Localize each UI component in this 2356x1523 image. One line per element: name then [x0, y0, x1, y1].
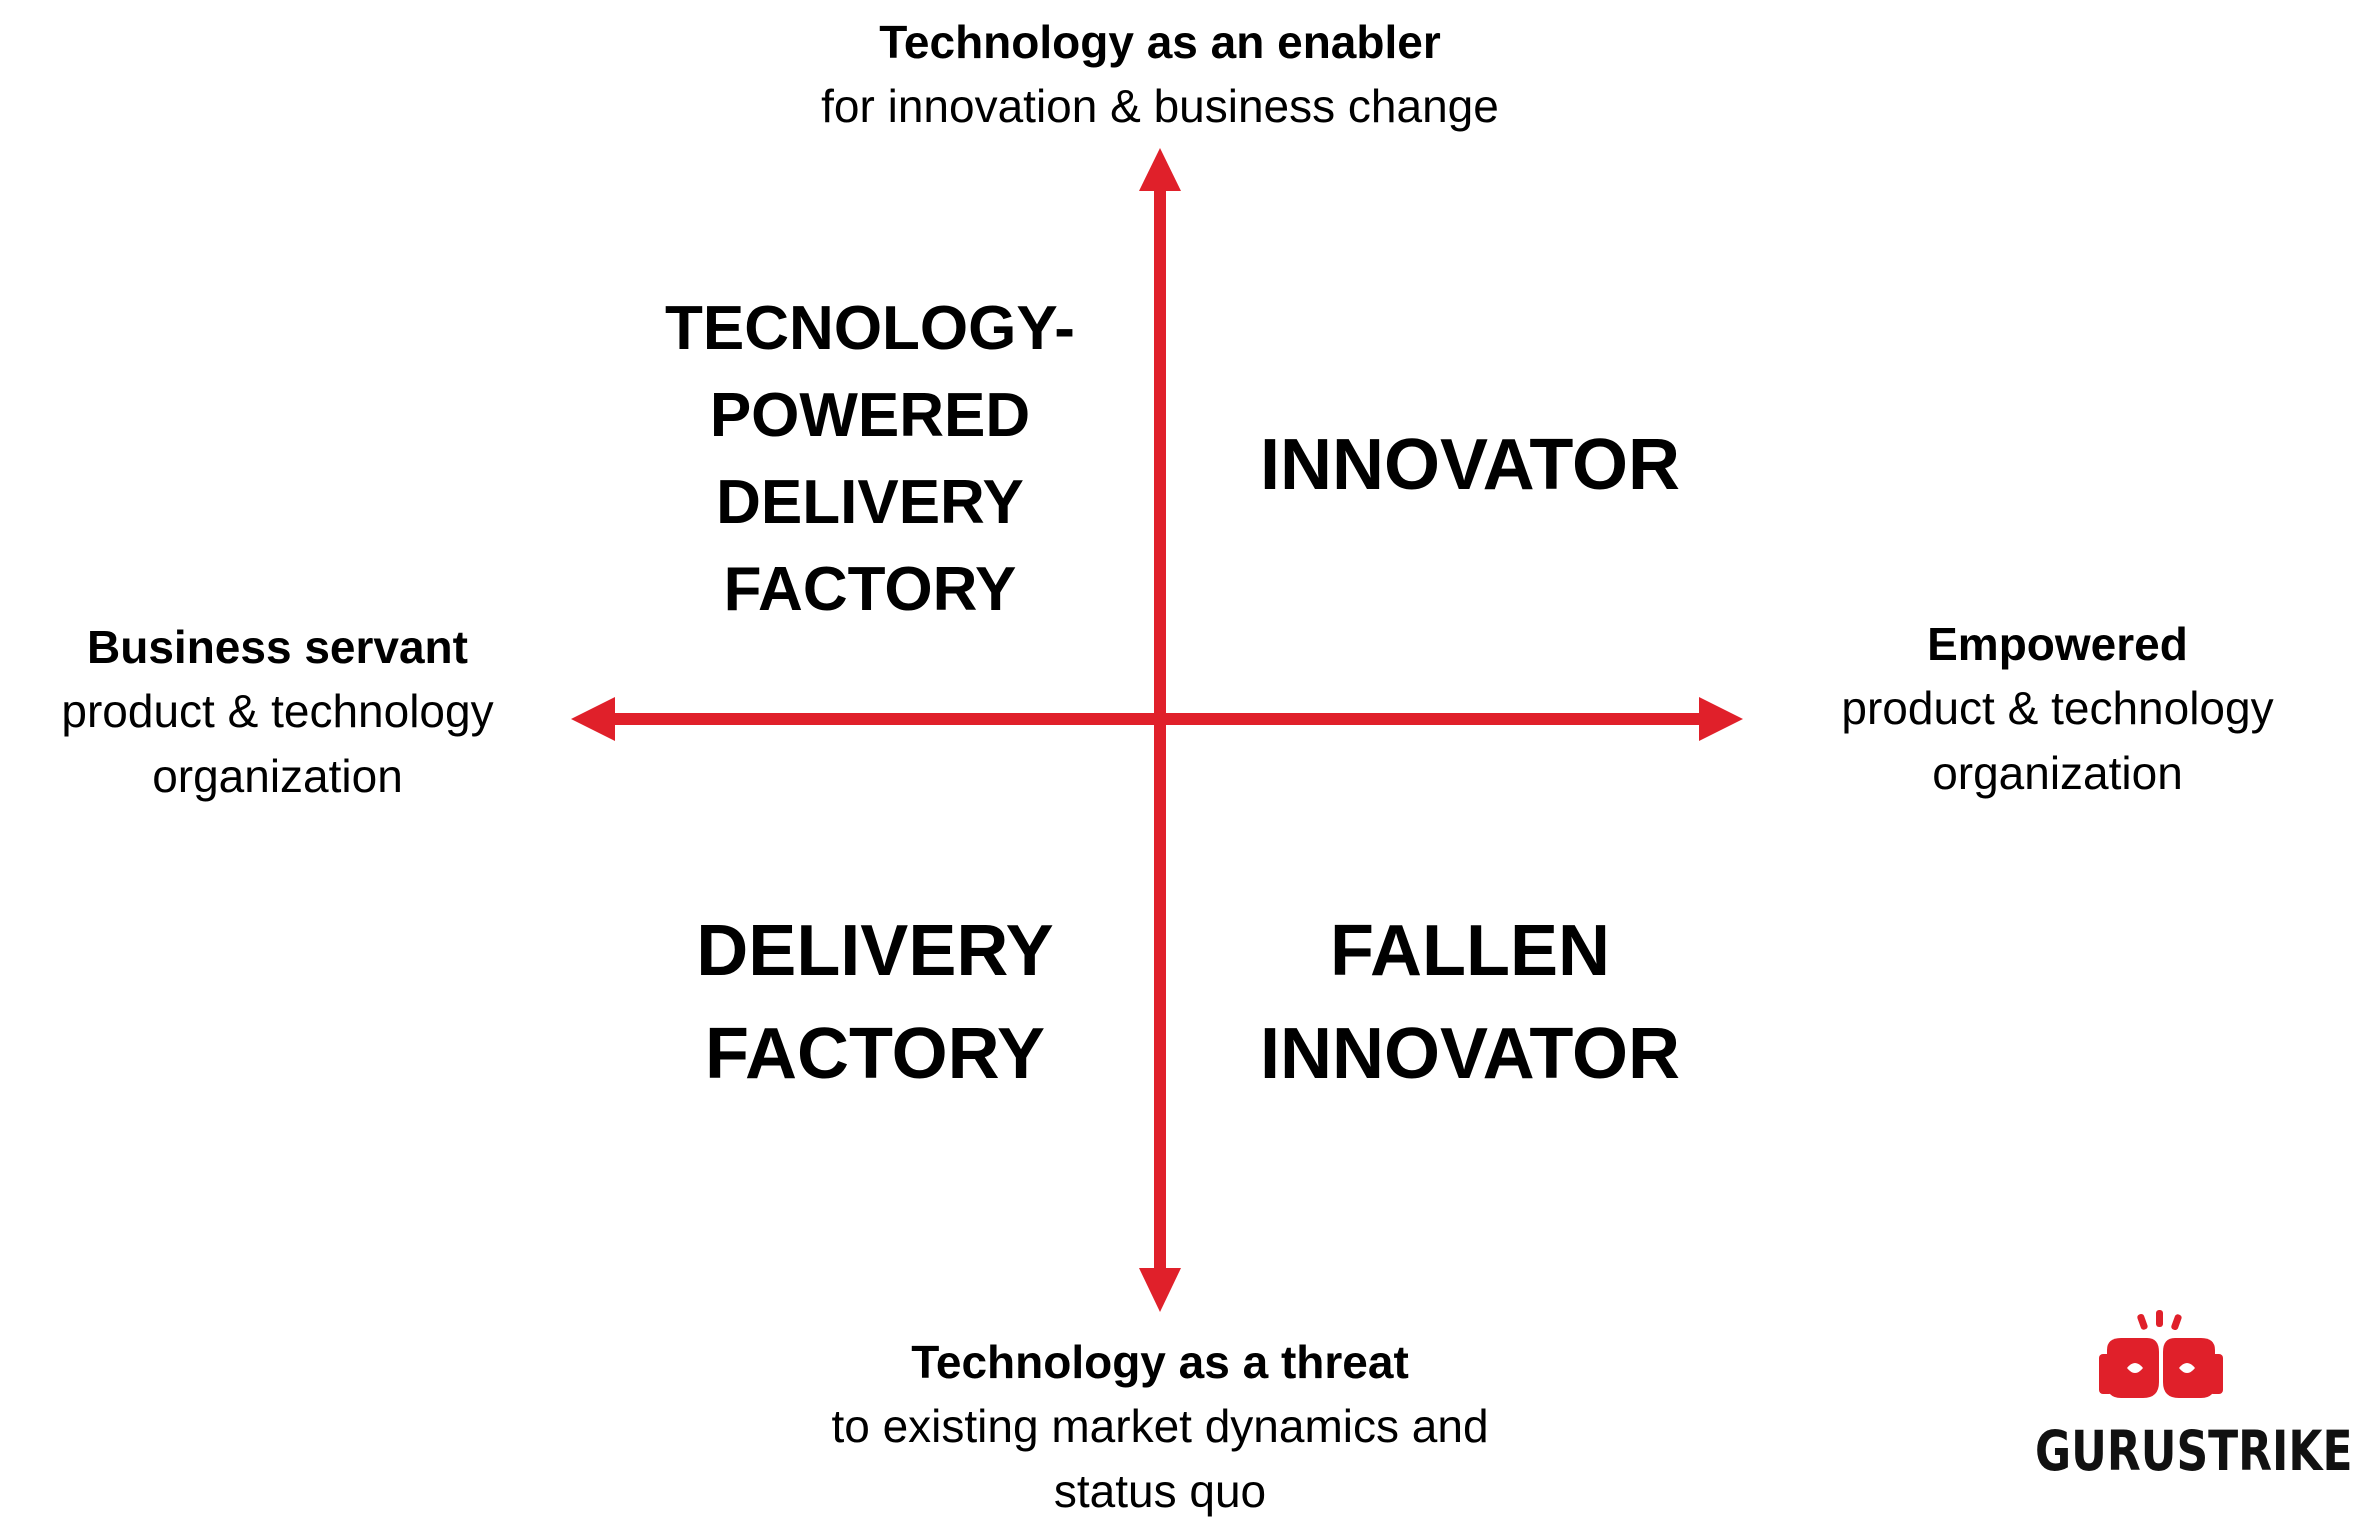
right-arrowhead	[1699, 697, 1743, 741]
left-axis-label: Business servant product & technology or…	[15, 615, 540, 808]
quadrant-bottom-right-line: INNOVATOR	[1259, 1014, 1680, 1094]
quadrant-top-right-line: INNOVATOR	[1259, 425, 1680, 505]
quadrant-top-left: TECNOLOGY- POWERED DELIVERY FACTORY	[620, 285, 1120, 633]
bottom-axis-subtitle-line1: to existing market dynamics and	[831, 1400, 1489, 1453]
logo-wordmark: GURUSTRIKE	[2035, 1420, 2353, 1484]
top-axis-title: Technology as an enabler	[879, 16, 1441, 68]
quadrant-bottom-right-line: FALLEN	[1330, 911, 1610, 991]
up-arrowhead	[1139, 148, 1181, 191]
quadrant-top-left-line: FACTORY	[723, 555, 1017, 624]
top-axis-subtitle: for innovation & business change	[821, 80, 1499, 133]
gurustrike-logo: GURUSTRIKE	[2035, 1310, 2353, 1484]
quadrant-bottom-left: DELIVERY FACTORY	[620, 900, 1130, 1106]
quadrant-bottom-left-line: FACTORY	[704, 1014, 1046, 1094]
boxing-gloves-icon	[2099, 1310, 2223, 1398]
right-axis-label: Empowered product & technology organizat…	[1795, 612, 2320, 805]
quadrant-bottom-left-line: DELIVERY	[696, 911, 1054, 991]
left-axis-subtitle-line1: product & technology	[61, 685, 494, 738]
quadrant-top-left-line: DELIVERY	[716, 468, 1024, 537]
right-axis-subtitle-line2: organization	[1932, 746, 2183, 799]
left-arrowhead	[571, 697, 615, 741]
quadrant-top-right: INNOVATOR	[1220, 415, 1720, 515]
down-arrowhead	[1139, 1268, 1181, 1312]
quadrant-top-left-line: POWERED	[709, 381, 1031, 450]
quadrant-top-left-line: TECNOLOGY-	[665, 294, 1075, 363]
right-axis-subtitle-line1: product & technology	[1841, 682, 2274, 735]
left-axis-subtitle-line2: organization	[152, 749, 403, 802]
bottom-axis-subtitle-line2: status quo	[1053, 1464, 1267, 1517]
left-axis-title: Business servant	[87, 621, 468, 673]
quadrant-bottom-right: FALLEN INNOVATOR	[1210, 900, 1730, 1106]
bottom-axis-title: Technology as a threat	[911, 1336, 1409, 1388]
top-axis-label: Technology as an enabler for innovation …	[730, 10, 1590, 139]
right-axis-title: Empowered	[1927, 618, 2188, 670]
bottom-axis-label: Technology as a threat to existing marke…	[730, 1330, 1590, 1523]
